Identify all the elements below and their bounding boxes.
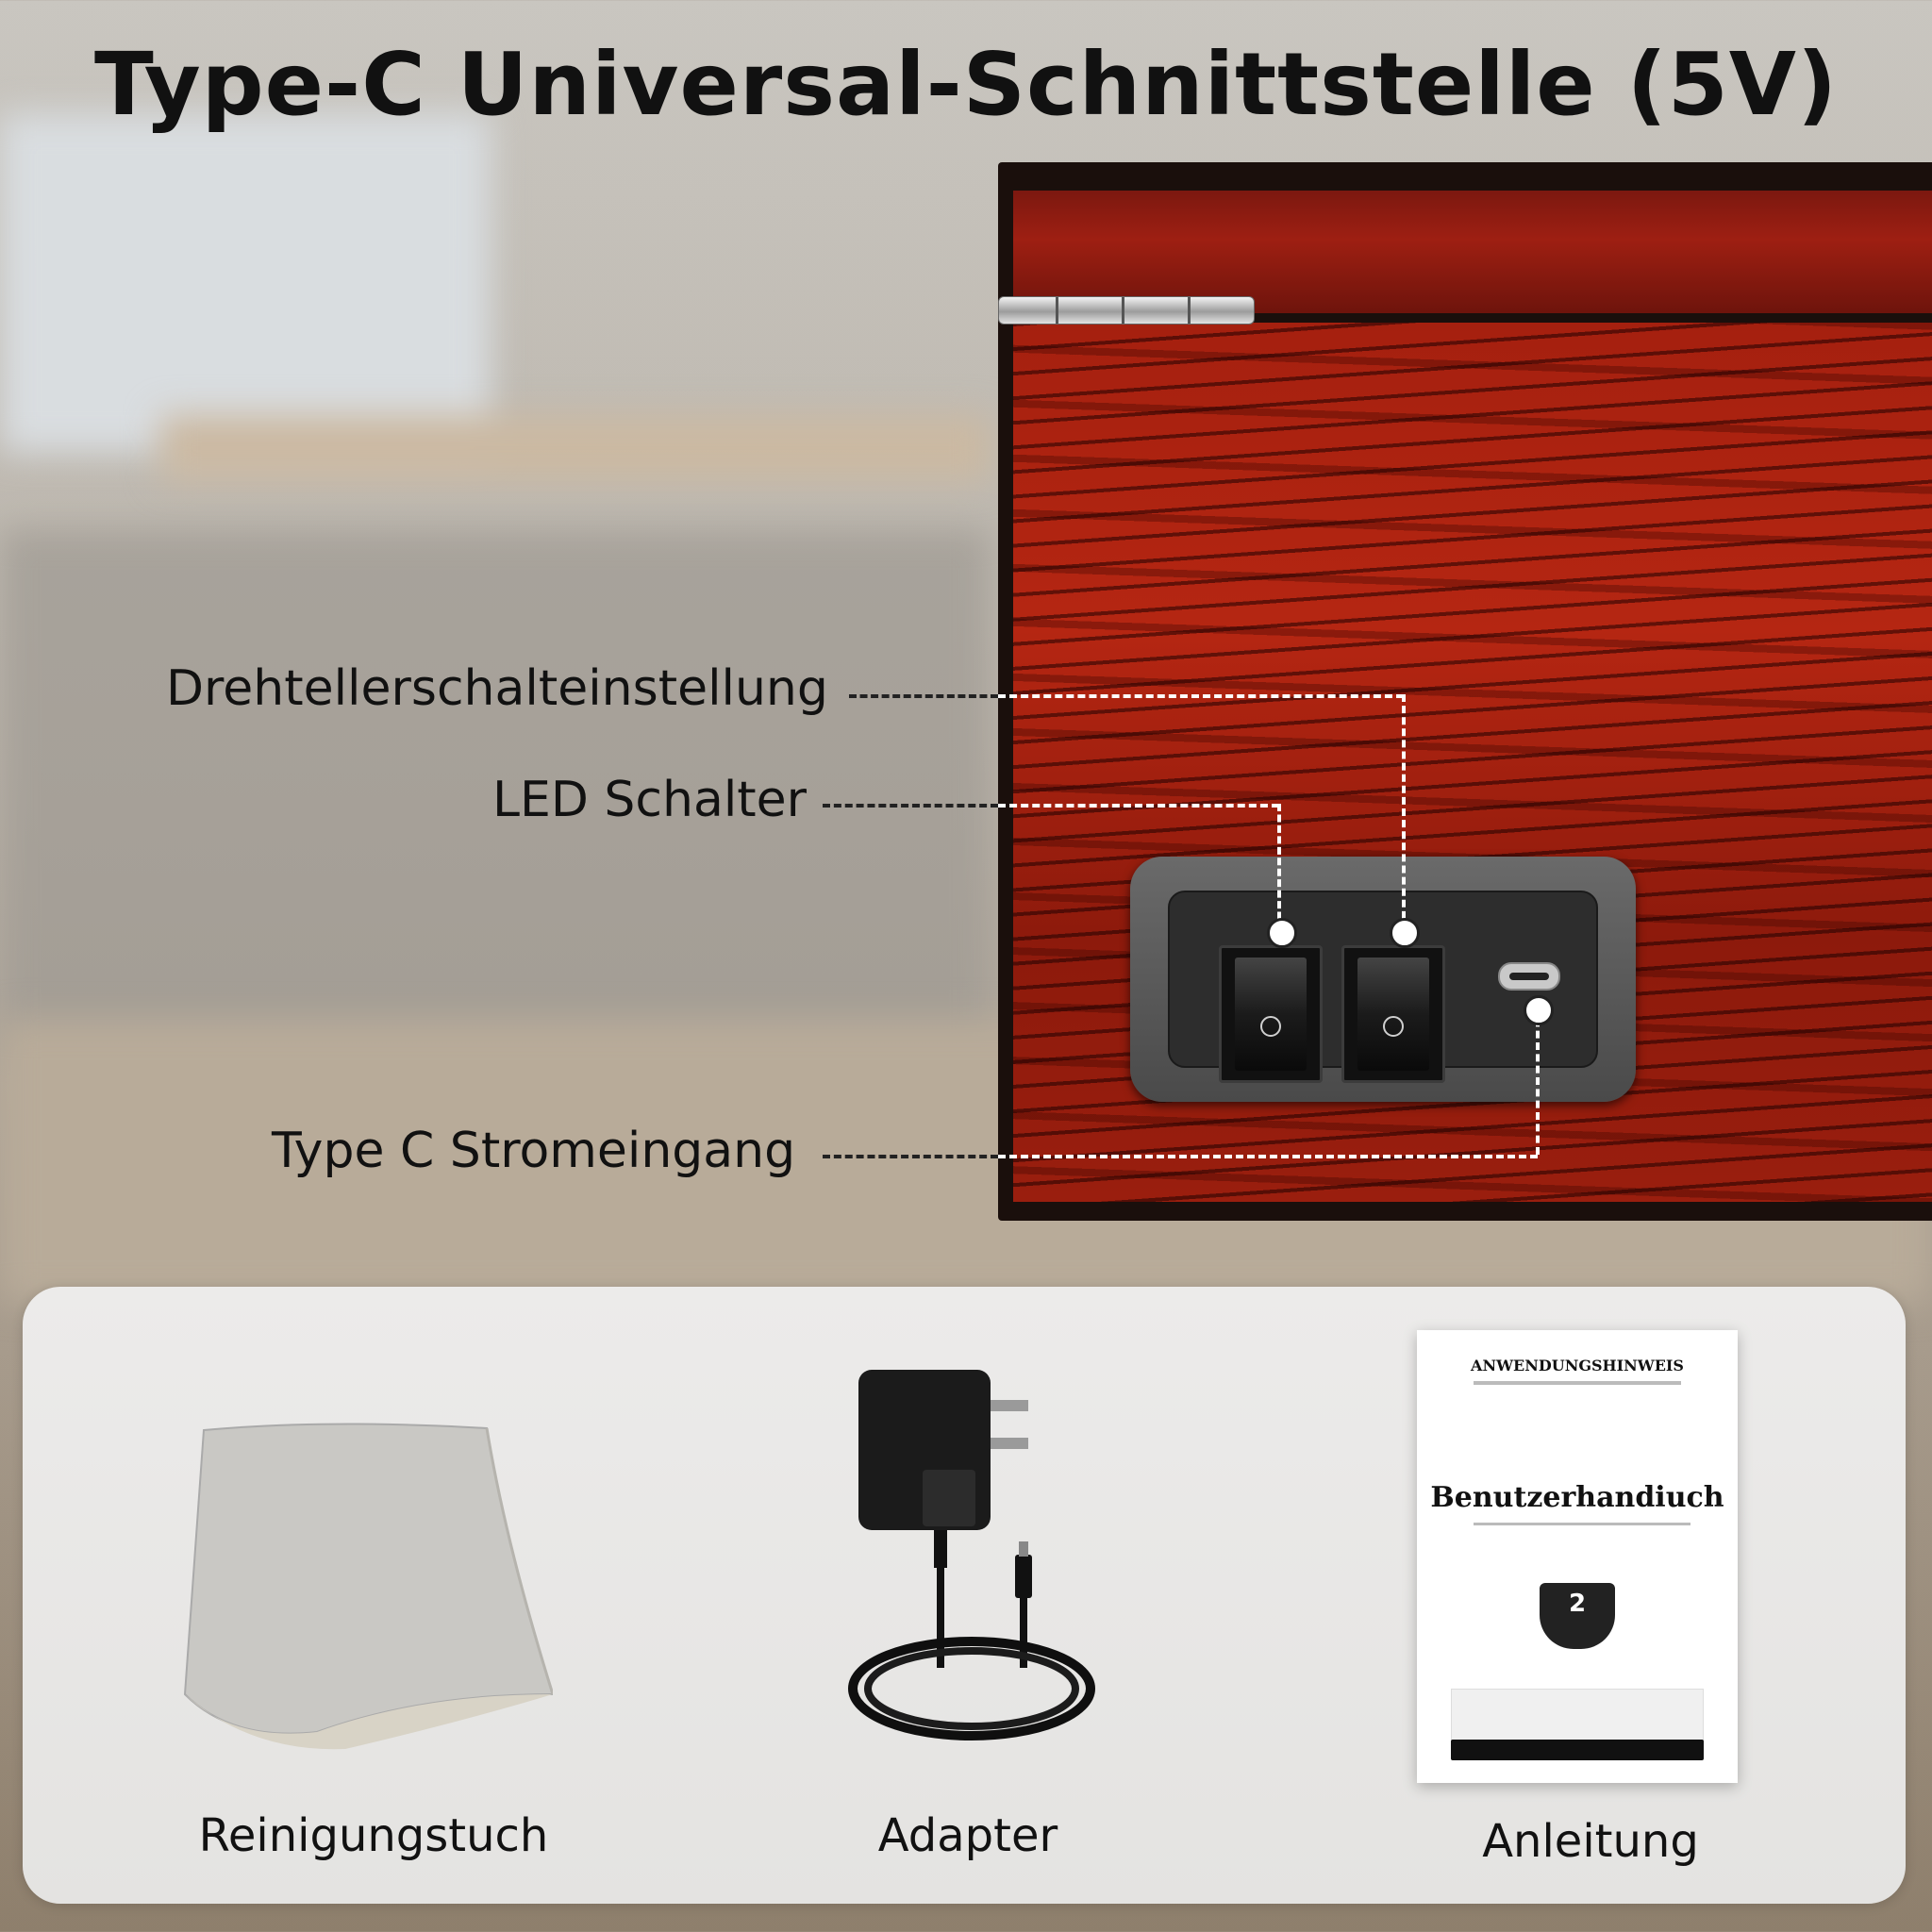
callout-line (998, 1155, 1538, 1158)
accessory-label-manual: Anleitung (1482, 1815, 1699, 1868)
callout-line (1402, 694, 1406, 930)
callout-led-switch: LED Schalter (492, 772, 808, 828)
off-mark-icon (1260, 1016, 1281, 1037)
box-lid (1013, 191, 1932, 313)
callout-line (1536, 1008, 1540, 1155)
control-panel-inner (1168, 891, 1598, 1083)
callout-line (998, 804, 1279, 808)
callout-line (823, 804, 998, 808)
hinge (998, 296, 1255, 325)
accessory-label-adapter: Adapter (877, 1809, 1058, 1862)
background-window (0, 113, 491, 453)
callout-dot (1524, 995, 1554, 1025)
callout-dot (1390, 918, 1420, 948)
off-mark-icon (1383, 1016, 1404, 1037)
manual-title: Benutzerhandiuch (1430, 1481, 1724, 1514)
callout-line (1277, 804, 1281, 930)
cleaning-cloth-icon (183, 1423, 553, 1750)
power-adapter-icon (848, 1370, 1095, 1740)
callout-turntable-switch: Drehtellerschalteinstellung (166, 660, 828, 717)
background-shelf (160, 415, 991, 481)
warranty-badge-icon: 2 (1540, 1583, 1615, 1649)
callout-line (849, 694, 998, 698)
callout-line (823, 1155, 998, 1158)
turntable-rocker-switch[interactable] (1341, 945, 1445, 1083)
callout-power-input: Type C Stromeingang (272, 1123, 796, 1179)
led-rocker-switch[interactable] (1219, 945, 1323, 1083)
callout-line (998, 694, 1404, 698)
manual-header: ANWENDUNGSHINWEIS (1471, 1357, 1684, 1374)
accessory-label-cloth: Reinigungstuch (198, 1809, 549, 1862)
manual-icon: ANWENDUNGSHINWEIS Benutzerhandiuch 2 (1417, 1330, 1738, 1783)
page-title: Type-C Universal-Schnittstelle (5V) (93, 34, 1839, 135)
usb-c-port[interactable] (1498, 962, 1560, 991)
callout-dot (1267, 918, 1297, 948)
background-furniture (0, 528, 991, 1057)
